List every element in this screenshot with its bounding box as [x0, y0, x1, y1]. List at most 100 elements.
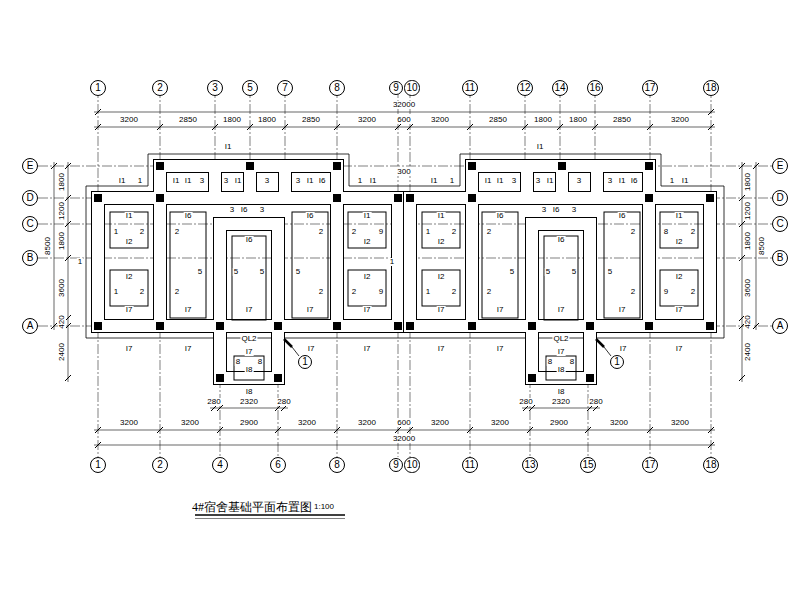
- member-mark: I1: [184, 177, 193, 185]
- member-mark: I6: [306, 212, 315, 220]
- member-mark: I1: [118, 177, 127, 185]
- member-mark: 3: [535, 177, 541, 185]
- member-mark: I7: [619, 345, 628, 353]
- axis-number: D: [776, 193, 783, 203]
- dimension-text: 280: [518, 398, 533, 406]
- member-mark: I1: [172, 177, 181, 185]
- member-mark: I7: [437, 345, 446, 353]
- dimension-text: 1200: [744, 201, 752, 221]
- member-mark: I7: [496, 306, 505, 314]
- axis-number: 17: [644, 460, 655, 470]
- member-mark: 5: [197, 268, 203, 276]
- axis-bubble: 10: [404, 457, 419, 472]
- dimension-text: 420: [744, 314, 752, 329]
- member-mark: I1: [536, 143, 545, 151]
- axis-bubble: 1: [90, 80, 106, 96]
- member-mark: 3: [576, 177, 582, 185]
- member-mark: 1: [137, 177, 143, 185]
- member-mark: I1: [306, 177, 315, 185]
- dimension-text: 600: [396, 116, 411, 124]
- member-mark: I8: [245, 366, 254, 374]
- axis-number: 1: [95, 460, 101, 470]
- dimension-text: 3200: [119, 419, 139, 427]
- member-mark: 3: [223, 177, 229, 185]
- dimension-text: 2320: [239, 398, 259, 406]
- axis-bubble: 4: [212, 457, 228, 473]
- dimension-text: 3200: [180, 419, 200, 427]
- dimension-text: 2320: [551, 398, 571, 406]
- axis-number: 3: [212, 83, 218, 93]
- member-mark: 8: [569, 358, 575, 366]
- member-mark: 5: [607, 268, 613, 276]
- axis-bubble: 2: [152, 457, 168, 473]
- member-mark: 2: [690, 288, 696, 296]
- member-mark: I1: [234, 177, 243, 185]
- member-mark: I1: [369, 177, 378, 185]
- member-mark: I1: [125, 212, 134, 220]
- member-mark: 2: [174, 288, 180, 296]
- member-mark: 3: [264, 177, 270, 185]
- member-mark: 8: [257, 358, 263, 366]
- axis-lines: [38, 88, 772, 457]
- axis-number: 17: [644, 83, 655, 93]
- member-mark: 1: [669, 177, 675, 185]
- member-mark: I2: [437, 238, 446, 246]
- axis-bubble: 7: [277, 80, 293, 96]
- axis-number: 2: [157, 83, 163, 93]
- dimension-text: 3600: [58, 278, 66, 298]
- axis-bubble: 11: [462, 457, 478, 473]
- member-mark: I2: [437, 273, 446, 281]
- axis-bubble: 17: [642, 457, 658, 473]
- member-mark: 1: [77, 258, 83, 266]
- member-mark: 5: [509, 268, 515, 276]
- dimension-text: 3200: [490, 419, 510, 427]
- axis-number: 10: [406, 460, 417, 470]
- axis-number: 4: [217, 460, 223, 470]
- axis-number: E: [27, 161, 34, 171]
- dimension-text: 1200: [58, 201, 66, 221]
- member-mark: I1: [484, 177, 493, 185]
- axis-number: 18: [705, 460, 716, 470]
- dimension-text: 2900: [239, 419, 259, 427]
- axis-number: C: [26, 219, 33, 229]
- section-number: 1: [302, 357, 308, 367]
- axis-bubble: 12: [517, 80, 533, 96]
- note-text: 300: [396, 168, 411, 176]
- dimension-text: 2850: [301, 116, 321, 124]
- axis-number: 14: [554, 83, 565, 93]
- dimension-text: 2850: [612, 116, 632, 124]
- dimension-text: 2400: [744, 342, 752, 362]
- member-mark: I1: [546, 177, 555, 185]
- section-number: 1: [614, 357, 620, 367]
- member-mark: I6: [618, 212, 627, 220]
- member-mark: I1: [618, 177, 627, 185]
- member-mark: QL2: [552, 335, 569, 343]
- member-mark: 8: [547, 358, 553, 366]
- member-mark: 2: [174, 228, 180, 236]
- axis-number: 11: [465, 83, 475, 93]
- axis-bubble: 11: [462, 80, 478, 96]
- member-mark: I6: [318, 177, 327, 185]
- member-mark: I2: [675, 273, 684, 281]
- member-mark: 3: [607, 177, 613, 185]
- axis-number: C: [776, 219, 783, 229]
- member-mark: 5: [233, 268, 239, 276]
- member-mark: I1: [224, 143, 233, 151]
- member-mark: 3: [571, 206, 577, 214]
- member-mark: 1: [113, 288, 119, 296]
- axis-number: A: [27, 321, 34, 331]
- member-mark: I6: [245, 236, 254, 244]
- axis-number: 10: [406, 83, 417, 93]
- member-mark: 3: [295, 177, 301, 185]
- member-mark: 3: [199, 177, 205, 185]
- member-mark: I2: [363, 238, 372, 246]
- axis-bubble: C: [772, 216, 788, 232]
- title-underline: [195, 518, 345, 519]
- axis-bubble: 5: [242, 80, 258, 96]
- dimension-text: 1800: [568, 116, 588, 124]
- dimension-text: 280: [206, 398, 221, 406]
- member-mark: 9: [663, 288, 669, 296]
- plan-half-left: [94, 162, 402, 382]
- member-mark: 2: [351, 228, 357, 236]
- member-mark: I7: [125, 306, 134, 314]
